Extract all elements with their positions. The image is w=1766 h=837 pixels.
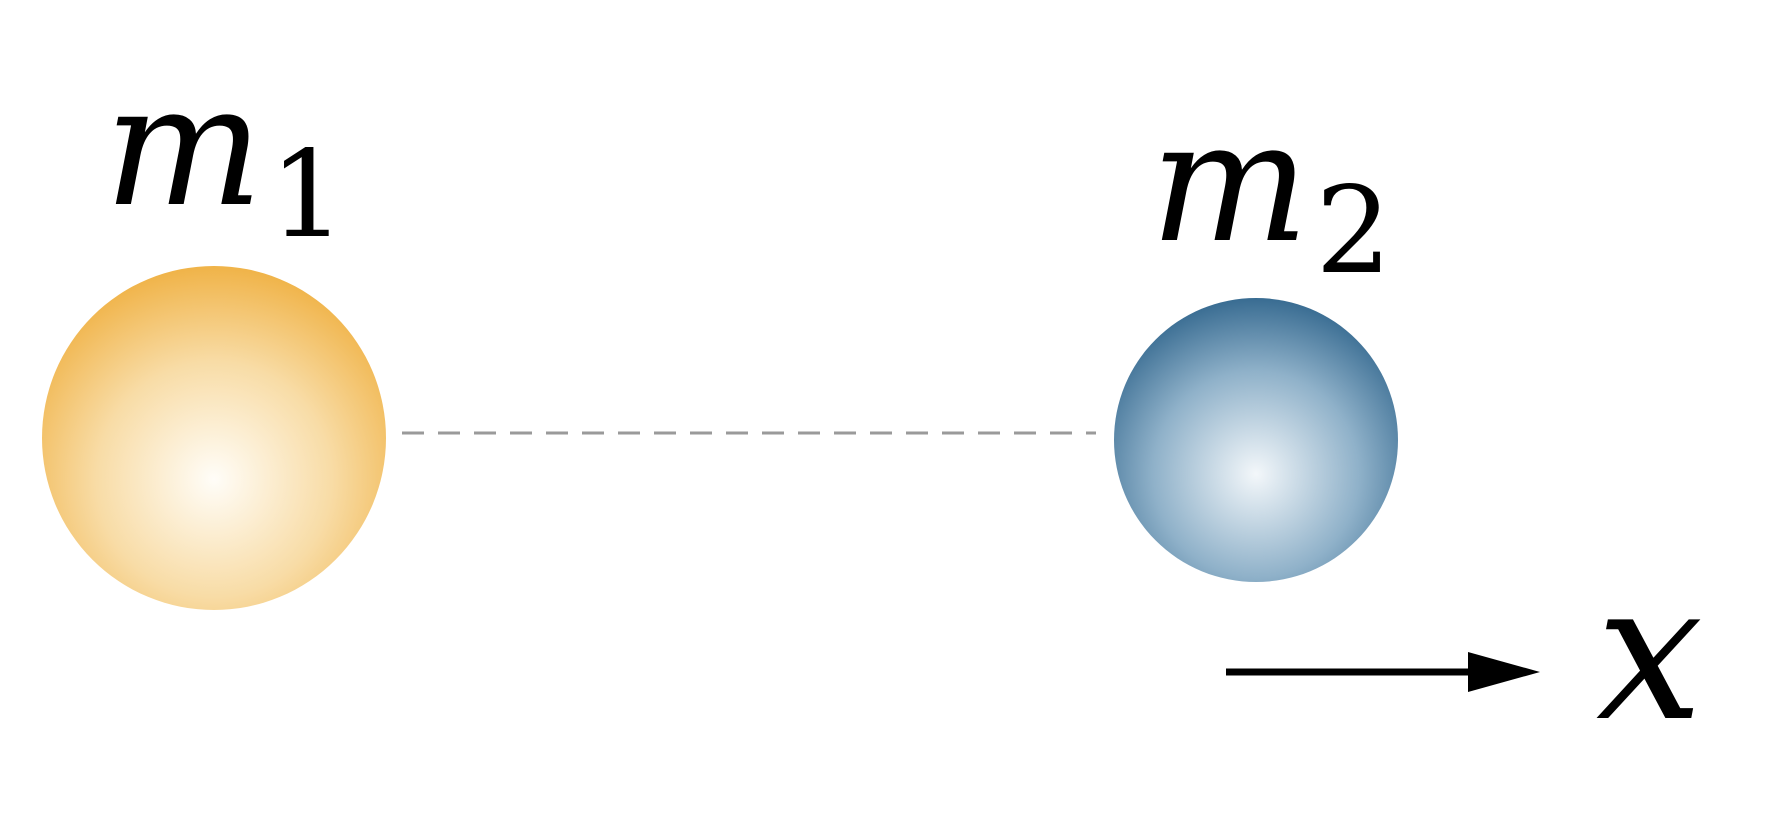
mass-1-label: m1 xyxy=(104,48,346,265)
mass-2-label: m2 xyxy=(1150,84,1392,301)
x-axis-arrow-head xyxy=(1468,652,1540,692)
mass-1-sphere xyxy=(42,266,386,610)
x-axis-label: x xyxy=(1596,542,1703,763)
mass-1-subscript: 1 xyxy=(269,126,345,265)
mass-2-subscript: 2 xyxy=(1315,162,1391,301)
mass-2-sphere xyxy=(1114,298,1398,582)
mass-2-symbol: m xyxy=(1150,84,1309,280)
mass-1-symbol: m xyxy=(104,48,263,244)
